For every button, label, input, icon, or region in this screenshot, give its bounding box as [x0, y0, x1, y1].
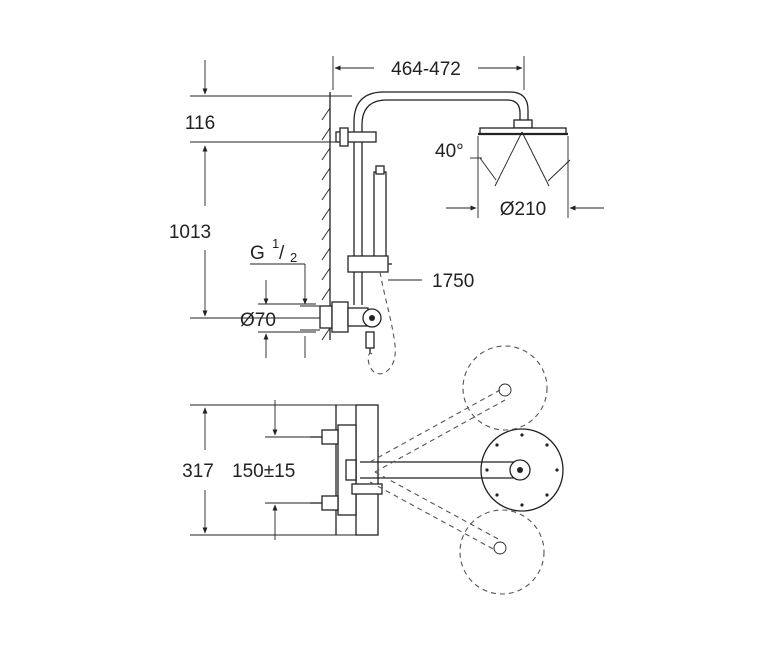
dim-thread-num: 1 [272, 236, 279, 251]
arm-reach-dimension [332, 56, 525, 90]
dim-rosette: Ø70 [240, 310, 276, 331]
depth-dimensions [190, 400, 356, 540]
hose [367, 271, 396, 375]
mixer-valve [319, 301, 382, 354]
dim-thread-den: 2 [290, 250, 297, 265]
dim-inlet-spacing: 150±15 [232, 461, 295, 482]
dim-rail-height: 1013 [169, 222, 211, 243]
rotated-arm-lower [369, 471, 545, 595]
thread-rosette-dimensions [250, 263, 320, 358]
dim-hose-length: 1750 [432, 271, 474, 292]
wall-bracket-top [335, 127, 377, 147]
rotated-arm-upper [369, 345, 548, 473]
dim-top-height: 116 [185, 113, 215, 134]
dim-head-diameter: Ø210 [500, 199, 546, 220]
dim-head-angle: 40° [435, 141, 464, 162]
wall-plate [355, 404, 379, 536]
wall-hatch [321, 92, 331, 341]
head-diameter-dimension [446, 136, 604, 218]
dim-arm-reach: 464-472 [391, 59, 461, 80]
shower-head-top [480, 428, 564, 512]
shower-head-side [478, 119, 568, 136]
top-view [190, 345, 564, 595]
dim-thread-slash: / [279, 243, 285, 264]
arm-top [360, 459, 531, 481]
tilt-angle-lines [470, 131, 571, 187]
shower-arm [353, 91, 529, 305]
height-dimensions [190, 60, 352, 319]
dim-depth: 317 [182, 461, 214, 482]
side-view [190, 56, 604, 375]
slider-holder [347, 255, 392, 273]
dim-thread-main: G [250, 243, 265, 264]
hand-shower [373, 165, 387, 265]
